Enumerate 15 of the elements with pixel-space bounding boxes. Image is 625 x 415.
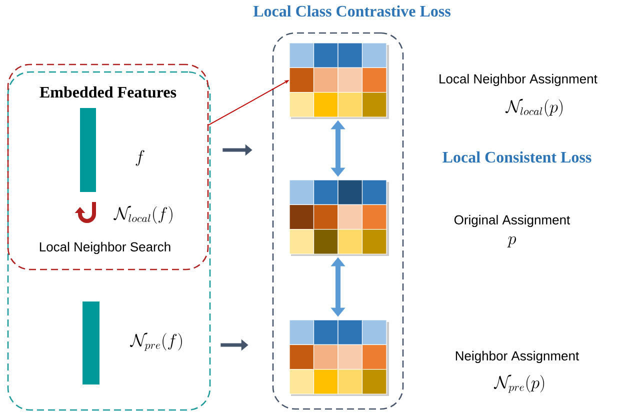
assignment-label: Neighbor Assignment xyxy=(456,350,579,364)
title: Local Class Contrastive Loss xyxy=(253,5,450,17)
formula: $\mathcal{N}_{local}(f)$ xyxy=(114,206,172,224)
formula: $f$ xyxy=(136,150,144,166)
assignment-label: Original Assignment xyxy=(454,214,570,228)
formula: $\mathcal{N}_{local}(p)$ xyxy=(505,98,563,117)
loss-label: Local Consistent Loss xyxy=(442,151,592,163)
section-heading: Embedded Features xyxy=(40,86,176,98)
dashed-group-box xyxy=(272,32,404,410)
assignment-label: Local Neighbor Assignment xyxy=(440,74,598,86)
dashed-group-box xyxy=(7,71,211,411)
formula: $p$ xyxy=(507,236,516,248)
formula: $\mathcal{N}_{pre}(p)$ xyxy=(494,374,544,393)
formula: $\mathcal{N}_{pre}(f)$ xyxy=(130,332,182,351)
caption-text: Local Neighbor Search xyxy=(40,242,170,254)
